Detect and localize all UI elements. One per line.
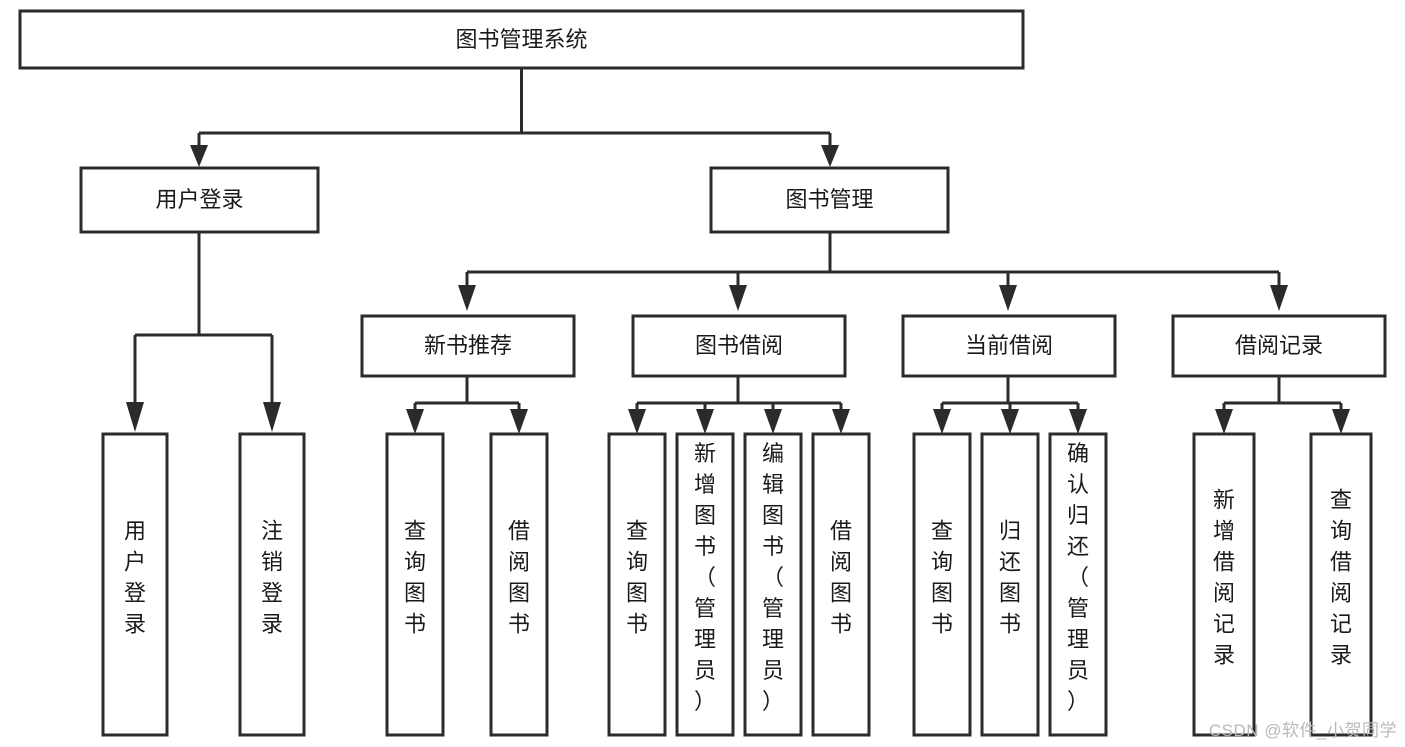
arrowhead-leaf-edit-book — [764, 409, 782, 434]
node-leaf-return-book[interactable]: 归还图书 — [980, 432, 1040, 737]
node-root-box[interactable] — [18, 9, 1025, 70]
node-leaf-confirm-return-label: 确认归还（管理员） — [1067, 441, 1089, 714]
arrowhead-leaf-query-book-1 — [406, 409, 424, 434]
node-leaf-borrow-book-1-box[interactable] — [489, 432, 549, 737]
node-leaf-add-record[interactable]: 新增借阅记录 — [1192, 432, 1256, 737]
node-leaf-edit-book-box[interactable] — [743, 432, 803, 737]
node-book-borrow[interactable]: 图书借阅 — [631, 314, 847, 378]
node-leaf-query-book-2-label: 查询图书 — [626, 519, 648, 637]
node-leaf-user-login-label: 用户登录 — [124, 519, 146, 637]
arrowhead-leaf-confirm-return — [1069, 409, 1087, 434]
node-leaf-query-record-label: 查询借阅记录 — [1330, 488, 1352, 668]
node-leaf-borrow-book-2-label: 借阅图书 — [830, 519, 852, 637]
node-borrow-record-box[interactable] — [1171, 314, 1387, 378]
arrowhead-current-borrow — [999, 285, 1017, 311]
node-user-login[interactable]: 用户登录 — [79, 166, 320, 234]
node-leaf-confirm-return[interactable]: 确认归还（管理员） — [1048, 432, 1108, 737]
node-leaf-borrow-book-2[interactable]: 借阅图书 — [811, 432, 871, 737]
node-leaf-add-book-box[interactable] — [675, 432, 735, 737]
arrowhead-leaf-borrow-book-2 — [832, 409, 850, 434]
node-root-label: 图书管理系统 — [455, 27, 587, 52]
node-borrow-record-label: 借阅记录 — [1235, 333, 1323, 358]
node-leaf-borrow-book-1-label: 借阅图书 — [508, 519, 530, 637]
node-leaf-logout[interactable]: 注销登录 — [238, 432, 306, 737]
node-leaf-query-record-box[interactable] — [1309, 432, 1373, 737]
arrowhead-leaf-logout — [263, 402, 281, 432]
arrowhead-leaf-borrow-book-1 — [510, 409, 528, 434]
node-leaf-add-record-box[interactable] — [1192, 432, 1256, 737]
node-leaf-borrow-book-2-box[interactable] — [811, 432, 871, 737]
node-leaf-add-book[interactable]: 新增图书（管理员） — [675, 432, 735, 737]
node-current-borrow-box[interactable] — [901, 314, 1117, 378]
node-book-mgmt[interactable]: 图书管理 — [709, 166, 950, 234]
node-leaf-query-book-1[interactable]: 查询图书 — [385, 432, 445, 737]
arrowhead-book-borrow — [729, 285, 747, 311]
node-leaf-return-book-box[interactable] — [980, 432, 1040, 737]
node-leaf-query-book-1-box[interactable] — [385, 432, 445, 737]
node-leaf-logout-label: 注销登录 — [261, 519, 283, 637]
arrowhead-leaf-query-record — [1332, 409, 1350, 434]
arrowhead-leaf-add-record — [1215, 409, 1233, 434]
node-leaf-return-book-label: 归还图书 — [999, 519, 1021, 637]
node-leaf-query-book-3-label: 查询图书 — [931, 519, 953, 637]
arrowhead-book-mgmt — [821, 145, 839, 167]
node-book-borrow-label: 图书借阅 — [695, 333, 783, 358]
node-leaf-add-book-label: 新增图书（管理员） — [694, 441, 716, 714]
node-leaf-query-book-2[interactable]: 查询图书 — [607, 432, 667, 737]
node-leaf-query-book-3-box[interactable] — [912, 432, 972, 737]
arrowhead-leaf-query-book-2 — [628, 409, 646, 434]
node-leaf-borrow-book-1[interactable]: 借阅图书 — [489, 432, 549, 737]
node-borrow-record[interactable]: 借阅记录 — [1171, 314, 1387, 378]
node-new-book-rec-box[interactable] — [360, 314, 576, 378]
node-leaf-logout-box[interactable] — [238, 432, 306, 737]
arrowhead-leaf-return-book — [1001, 409, 1019, 434]
node-leaf-edit-book[interactable]: 编辑图书（管理员） — [743, 432, 803, 737]
node-current-borrow-label: 当前借阅 — [965, 333, 1053, 358]
node-new-book-rec[interactable]: 新书推荐 — [360, 314, 576, 378]
connector-layer — [126, 68, 1350, 434]
node-new-book-rec-label: 新书推荐 — [424, 333, 512, 358]
node-leaf-query-book-2-box[interactable] — [607, 432, 667, 737]
node-leaf-query-record[interactable]: 查询借阅记录 — [1309, 432, 1373, 737]
node-leaf-add-record-label: 新增借阅记录 — [1213, 488, 1235, 668]
node-book-mgmt-box[interactable] — [709, 166, 950, 234]
node-user-login-box[interactable] — [79, 166, 320, 234]
arrowhead-leaf-add-book — [696, 409, 714, 434]
arrowhead-user-login — [190, 145, 208, 167]
node-user-login-label: 用户登录 — [155, 187, 243, 212]
node-leaf-user-login-box[interactable] — [101, 432, 169, 737]
node-leaf-edit-book-label: 编辑图书（管理员） — [762, 441, 784, 714]
node-book-borrow-box[interactable] — [631, 314, 847, 378]
arrowhead-leaf-user-login — [126, 402, 144, 432]
node-root[interactable]: 图书管理系统 — [18, 9, 1025, 70]
node-current-borrow[interactable]: 当前借阅 — [901, 314, 1117, 378]
node-leaf-query-book-1-label: 查询图书 — [404, 519, 426, 637]
arrowhead-leaf-query-book-3 — [933, 409, 951, 434]
node-leaf-query-book-3[interactable]: 查询图书 — [912, 432, 972, 737]
arrowhead-borrow-record — [1270, 285, 1288, 311]
node-book-mgmt-label: 图书管理 — [785, 187, 873, 212]
node-leaf-user-login[interactable]: 用户登录 — [101, 432, 169, 737]
node-leaf-confirm-return-box[interactable] — [1048, 432, 1108, 737]
arrowhead-new-book-rec — [458, 285, 476, 311]
